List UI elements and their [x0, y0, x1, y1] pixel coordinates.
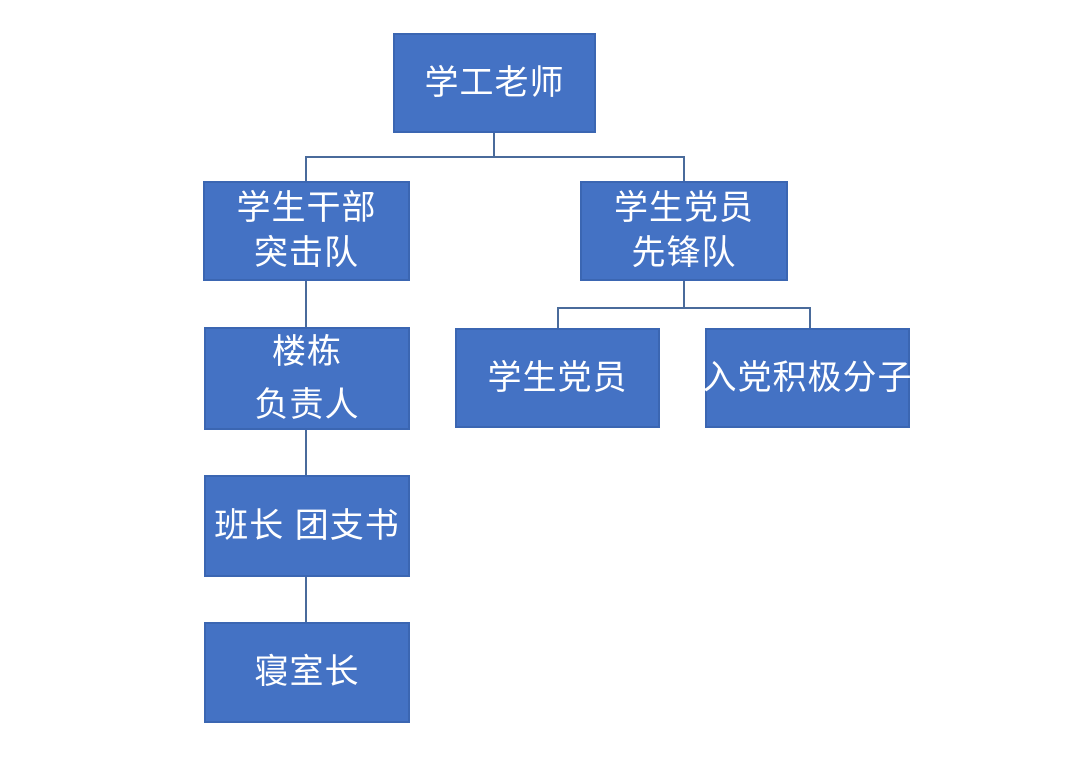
- node-label-line2: 突击队: [254, 234, 359, 272]
- node-label: 学生党员: [487, 358, 628, 397]
- node-label-line1: 学生干部: [236, 189, 377, 228]
- node-label-line2: 先锋队: [631, 234, 737, 272]
- node-building-lead: 楼栋 负责人: [204, 327, 410, 430]
- node-label: 寝室长: [254, 653, 360, 692]
- node-label: 入党积极分子: [702, 358, 913, 397]
- node-student-affairs-teacher: 学工老师: [393, 33, 596, 133]
- node-dorm-leader: 寝室长: [204, 622, 410, 723]
- node-label-line2: 负责人: [254, 385, 360, 424]
- connector-party-branch: [557, 281, 811, 328]
- node-student-cadre-team: 学生干部 突击队: [203, 181, 410, 281]
- node-party-activist: 入党积极分子: [702, 328, 913, 428]
- node-label: 学工老师: [424, 63, 565, 102]
- node-label-line1: 学生党员: [614, 189, 754, 228]
- node-label-line1: 楼栋: [272, 332, 342, 371]
- node-label: 班长 团支书: [214, 506, 400, 545]
- node-student-party-pioneer-team: 学生党员 先锋队: [580, 181, 788, 281]
- node-student-party-member: 学生党员: [455, 328, 660, 428]
- node-class-monitor: 班长 团支书: [204, 475, 410, 577]
- connector-root-branch: [305, 133, 685, 181]
